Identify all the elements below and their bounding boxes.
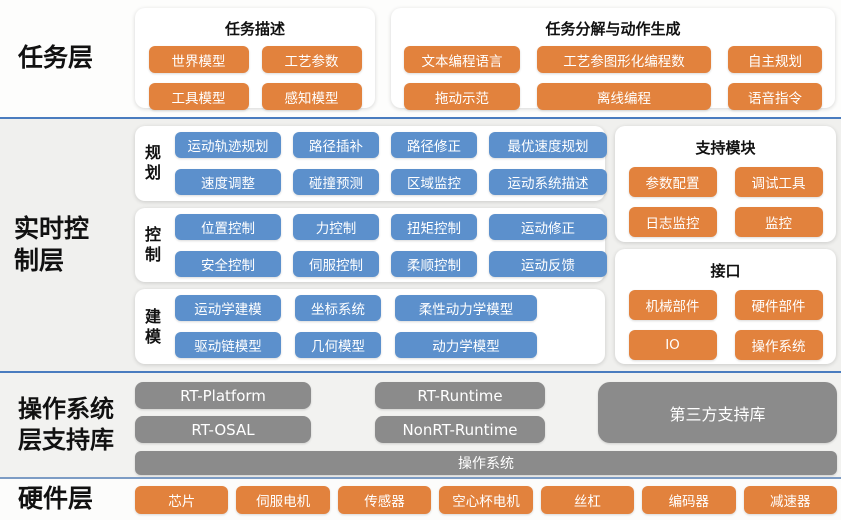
module-area-monitoring: 区域监控: [391, 168, 477, 195]
task-description-grid: 世界模型 工艺参数 工具模型 感知模型: [135, 46, 375, 110]
module-process-params: 工艺参数: [261, 46, 362, 73]
module-flexible-dynamics-model: 柔性动力学模型: [395, 295, 537, 322]
module-optimal-speed-planning: 最优速度规划: [489, 131, 607, 158]
module-log-monitoring: 日志监控: [628, 207, 717, 237]
module-world-model: 世界模型: [148, 46, 249, 73]
realtime-right-column: 支持模块 参数配置 调试工具 日志监控 监控 接口 机械部件 硬件部件 IO 操…: [605, 119, 841, 371]
os-layer-content: RT-Platform RT-OSAL RT-Runtime NonRT-Run…: [135, 373, 841, 477]
module-safety-control: 安全控制: [175, 250, 281, 277]
task-description-title: 任务描述: [224, 20, 285, 38]
task-generation-grid: 文本编程语言 工艺参图形化编程数 自主规划 拖动示范 离线编程 语音指令: [391, 46, 835, 110]
module-debug-tools: 调试工具: [734, 167, 823, 197]
module-trajectory-planning: 运动轨迹规划: [175, 131, 281, 158]
module-coordinate-system: 坐标系统: [295, 295, 381, 322]
module-perception-model: 感知模型: [261, 83, 362, 110]
module-drag-teaching: 拖动示范: [404, 83, 520, 110]
realtime-layer-band: 实时控制层 规划 运动轨迹规划 路径插补 路径修正 最优速度规划 速度调整 碰撞…: [0, 117, 841, 371]
module-coreless-motor: 空心杯电机: [439, 485, 533, 514]
module-operating-system-bar: 操作系统: [135, 451, 837, 475]
os-layer-band: 操作系统层支持库 RT-Platform RT-OSAL RT-Runtime …: [0, 371, 841, 477]
control-title-text: 控制: [145, 225, 162, 264]
planning-grid: 运动轨迹规划 路径插补 路径修正 最优速度规划 速度调整 碰撞预测 区域监控 运…: [175, 131, 607, 195]
module-force-control: 力控制: [293, 213, 379, 240]
module-motion-correction: 运动修正: [489, 213, 607, 240]
module-voice-command: 语音指令: [728, 83, 822, 110]
modeling-title: 建模: [145, 307, 175, 347]
module-autonomous-planning: 自主规划: [728, 46, 822, 73]
planning-card: 规划 运动轨迹规划 路径插补 路径修正 最优速度规划 速度调整 碰撞预测 区域监…: [135, 126, 607, 201]
module-position-control: 位置控制: [175, 213, 281, 240]
module-hardware-parts: 硬件部件: [734, 289, 823, 320]
os-layer-label-text: 操作系统层支持库: [18, 394, 114, 454]
module-param-config: 参数配置: [628, 167, 717, 197]
module-torque-control: 扭矩控制: [391, 213, 477, 240]
module-rt-runtime: RT-Runtime: [375, 382, 545, 409]
task-layer-band: 任务层 任务描述 世界模型 工艺参数 工具模型 感知模型 任务分解与动作生成 文…: [0, 0, 841, 117]
module-motion-system-description: 运动系统描述: [489, 168, 607, 195]
module-kinematics-modeling: 运动学建模: [175, 295, 281, 322]
modeling-card: 建模 运动学建模 坐标系统 柔性动力学模型 驱动链模型 几何模型 动力学模型: [135, 289, 605, 365]
os-layer-label: 操作系统层支持库: [0, 373, 135, 477]
module-rt-osal: RT-OSAL: [135, 416, 311, 443]
interface-card: 接口 机械部件 硬件部件 IO 操作系统: [615, 248, 836, 364]
hardware-layer-band: 硬件层 芯片 伺服电机 传感器 空心杯电机 丝杠 编码器 减速器: [0, 477, 841, 520]
control-card: 控制 位置控制 力控制 扭矩控制 运动修正 安全控制 伺服控制 柔顺控制 运动反…: [135, 207, 607, 283]
module-graphical-programming: 工艺参图形化编程数: [537, 46, 711, 73]
module-speed-adjustment: 速度调整: [175, 168, 281, 195]
module-collision-prediction: 碰撞预测: [293, 168, 379, 195]
module-geometric-model: 几何模型: [295, 332, 381, 359]
control-grid: 位置控制 力控制 扭矩控制 运动修正 安全控制 伺服控制 柔顺控制 运动反馈: [175, 213, 607, 277]
planning-title-text: 规划: [145, 143, 162, 183]
task-generation-title: 任务分解与动作生成: [545, 20, 681, 38]
module-sensor: 传感器: [337, 485, 432, 514]
module-servo-control: 伺服控制: [293, 250, 379, 277]
task-description-card: 任务描述 世界模型 工艺参数 工具模型 感知模型: [135, 8, 375, 110]
realtime-layer-label: 实时控制层: [0, 119, 135, 371]
hardware-layer-content: 芯片 伺服电机 传感器 空心杯电机 丝杠 编码器 减速器: [135, 479, 841, 520]
task-layer-label: 任务层: [18, 43, 94, 73]
control-title: 控制: [145, 225, 175, 265]
modeling-grid: 运动学建模 坐标系统 柔性动力学模型 驱动链模型 几何模型 动力学模型: [175, 295, 537, 359]
module-offline-programming: 离线编程: [537, 83, 711, 110]
support-modules-card: 支持模块 参数配置 调试工具 日志监控 监控: [615, 126, 836, 242]
realtime-layer-label-text: 实时控制层: [14, 213, 90, 276]
module-motion-feedback: 运动反馈: [489, 250, 607, 277]
module-third-party-lib: 第三方支持库: [598, 382, 837, 443]
module-rt-platform: RT-Platform: [135, 382, 311, 409]
hardware-layer-label: 硬件层: [18, 484, 94, 514]
module-text-programming: 文本编程语言: [404, 46, 520, 73]
module-encoder: 编码器: [642, 485, 736, 514]
module-monitoring: 监控: [734, 207, 823, 237]
module-dynamics-model: 动力学模型: [395, 332, 537, 359]
module-mechanical-parts: 机械部件: [628, 289, 717, 320]
module-io: IO: [628, 329, 717, 360]
module-chip: 芯片: [135, 485, 229, 514]
modeling-title-text: 建模: [145, 306, 162, 346]
module-reducer: 减速器: [743, 485, 837, 514]
module-lead-screw: 丝杠: [540, 485, 635, 514]
task-layer-content: 任务描述 世界模型 工艺参数 工具模型 感知模型 任务分解与动作生成 文本编程语…: [135, 0, 841, 117]
module-operating-system-interface: 操作系统: [734, 329, 823, 360]
interface-title: 接口: [710, 261, 741, 280]
support-modules-grid: 参数配置 调试工具 日志监控 监控: [615, 167, 836, 237]
module-nonrt-runtime: NonRT-Runtime: [375, 416, 545, 443]
support-modules-title: 支持模块: [695, 139, 756, 157]
interface-grid: 机械部件 硬件部件 IO 操作系统: [615, 289, 836, 360]
task-generation-card: 任务分解与动作生成 文本编程语言 工艺参图形化编程数 自主规划 拖动示范 离线编…: [391, 8, 835, 110]
realtime-left-column: 规划 运动轨迹规划 路径插补 路径修正 最优速度规划 速度调整 碰撞预测 区域监…: [135, 119, 607, 371]
module-compliance-control: 柔顺控制: [391, 250, 477, 277]
module-path-interpolation: 路径插补: [293, 131, 379, 158]
planning-title: 规划: [145, 143, 175, 183]
module-path-correction: 路径修正: [391, 131, 477, 158]
module-servo-motor: 伺服电机: [236, 485, 330, 514]
module-drive-chain-model: 驱动链模型: [175, 332, 281, 359]
module-tool-model: 工具模型: [148, 83, 249, 110]
